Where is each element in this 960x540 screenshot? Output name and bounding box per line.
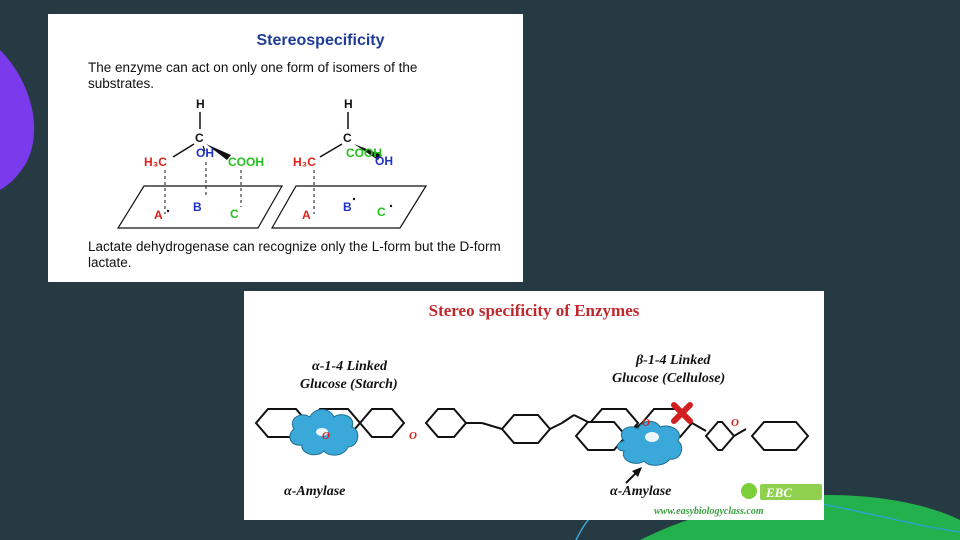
stereospecificity-panel: Stereospecificity The enzyme can act on … [48,14,523,282]
left-oh: OH [196,146,214,160]
glucose-linkage-diagram: α-1-4 Linked Glucose (Starch) O O α-Amyl… [254,353,822,517]
left-surface-plane [116,185,284,229]
footer-text: Lactate dehydrogenase can recognize only… [88,239,501,270]
left-h3c: H₃C [144,155,167,169]
logo-text: EBC [765,485,792,500]
alpha-amylase-label-left: α-Amylase [284,484,345,499]
lactate-isomers-diagram: H C H₃C OH COOH A B C H C H₃C COOH [116,97,428,229]
right-c-center: C [343,131,352,145]
left-site-a: A [154,208,163,222]
right-h-top: H [344,97,353,111]
beta-label-line1: β-1-4 Linked [635,353,711,368]
left-c-center: C [195,131,204,145]
arrow-icon [625,467,642,484]
alpha-amylase-label-right: α-Amylase [610,484,671,499]
beta-oxygen-right: O [731,417,739,429]
alpha-label-line2: Glucose (Starch) [300,377,398,392]
right-isomer: H C H₃C COOH OH A B C [166,97,428,229]
beta-oxygen-left: O [642,417,650,429]
left-cooh: COOH [228,155,264,169]
right-site-b: B [343,200,352,214]
alpha-amylase-enzyme-right [616,420,683,466]
beta-label-line2: Glucose (Cellulose) [612,371,725,386]
intro-text: The enzyme can act on only one form of i… [88,60,418,91]
right-site-a: A [302,208,311,222]
left-h-top: H [196,97,205,111]
alpha-oxygen-mid: O [409,430,417,442]
right-site-c: C [377,205,386,219]
ebc-logo: EBC [741,483,822,500]
watermark-url: www.easybiologyclass.com [654,506,764,517]
enzyme-specificity-panel: Stereo specificity of Enzymes α-1-4 Link… [244,291,824,520]
left-isomer: H C H₃C OH COOH A B C [116,97,284,229]
active-site-left [316,428,328,436]
red-x-icon [671,402,693,424]
alpha-label-line1: α-1-4 Linked [312,359,388,374]
left-site-b: B [193,200,202,214]
right-wedge-bond [354,144,382,160]
right-cooh: COOH [346,146,382,160]
panel2-title: Stereo specificity of Enzymes [428,301,640,320]
right-surface-plane [270,185,428,229]
purple-shape [0,50,35,190]
panel1-title: Stereospecificity [256,32,385,49]
left-site-c: C [230,207,239,221]
alpha-oxygen-left: O [322,430,330,442]
active-site-right [645,432,659,442]
left-wedge-bond [206,144,231,160]
right-h3c: H₃C [293,155,316,169]
right-oh: OH [375,154,393,168]
